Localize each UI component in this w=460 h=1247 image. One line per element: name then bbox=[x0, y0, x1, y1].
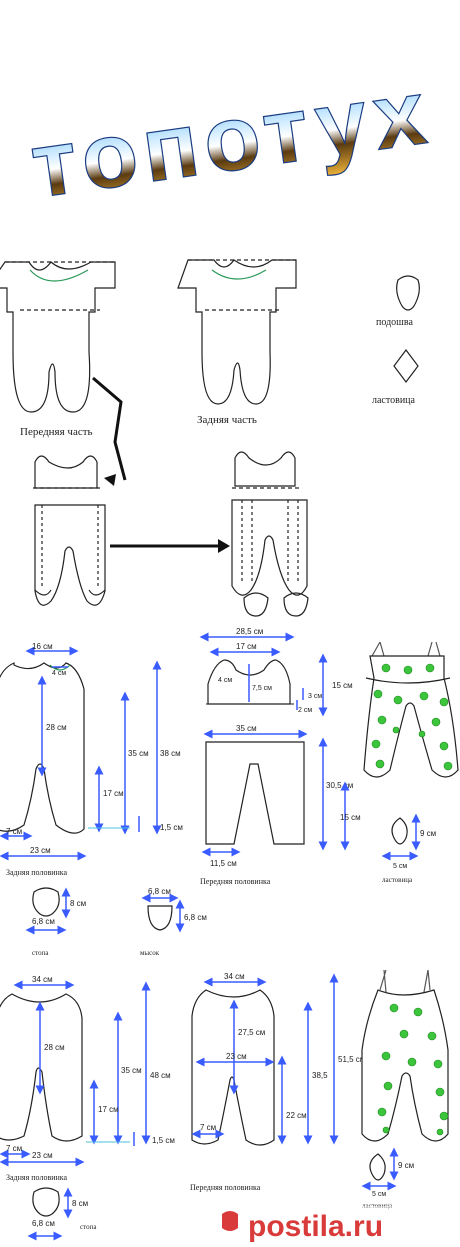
dim-leg-h-3: 17 см bbox=[98, 1105, 119, 1114]
foot-pattern-2: 8 см 6,8 см стопа bbox=[25, 887, 86, 957]
dim-front-top: 28,5 см bbox=[236, 627, 263, 636]
dim-gusset-w-3: 5 см bbox=[372, 1191, 386, 1198]
dim-foot-w: 6,8 см bbox=[32, 917, 55, 926]
dim-cuff: 1,5 см bbox=[160, 823, 183, 832]
back-bib-sketch bbox=[232, 451, 302, 489]
dim-front-small: 4 см bbox=[218, 677, 232, 684]
dim-front-3: 3 см bbox=[308, 693, 322, 700]
watermark: postila.ru bbox=[210, 1206, 454, 1243]
dim-front-inner: 17 см bbox=[236, 642, 257, 651]
back-half-label-2: Задняя половинка bbox=[6, 868, 68, 877]
dim-front-mid-3: 23 см bbox=[226, 1052, 247, 1061]
dim-toe-w: 6,8 см bbox=[148, 887, 171, 896]
title-text: топотух bbox=[25, 60, 438, 217]
dim-full-h1: 35 см bbox=[128, 749, 149, 758]
dim-gusset-h-2: 9 см bbox=[420, 829, 436, 838]
front-piece-sketch bbox=[0, 261, 116, 413]
toe-pattern-2: 6,8 см 6,8 см мысок bbox=[140, 887, 207, 957]
dim-front-15: 15 см bbox=[332, 681, 353, 690]
dim-full-h2: 38 см bbox=[160, 749, 181, 758]
dim-gusset-h-3: 9 см bbox=[398, 1161, 414, 1170]
back-part-label: Задняя часть bbox=[197, 414, 257, 426]
dim-leg-w-3: 7 см bbox=[6, 1144, 22, 1153]
dim-full-h1-3: 35 см bbox=[121, 1066, 142, 1075]
dim-foot-h-3: 8 см bbox=[72, 1199, 88, 1208]
front-leg-sketch bbox=[34, 504, 106, 606]
front-part-label: Передняя часть bbox=[20, 426, 93, 438]
front-half-pattern-3: 34 см 27,5 см 23 см 7 см 22 см 38,5 51,5… bbox=[190, 972, 365, 1192]
overall-illustration-2 bbox=[361, 969, 449, 1142]
title-wordart: топотух bbox=[24, 60, 438, 218]
dim-front-h2-3: 51,5 см bbox=[338, 1055, 365, 1064]
dim-full-h2-3: 48 см bbox=[150, 1071, 171, 1080]
dim-bottom-w-3: 23 см bbox=[32, 1151, 53, 1160]
dim-pants-h: 30,5 см bbox=[326, 781, 353, 790]
back-leg-sketch bbox=[231, 499, 309, 617]
back-half-pattern-2: 16 см 4 см 28 см 35 см 38 см 17 см 1,5 с… bbox=[0, 642, 183, 877]
sole-shape bbox=[396, 275, 420, 311]
back-half-pattern-3: 34 см 28 см 35 см 48 см 17 см 1,5 см 7 с… bbox=[0, 975, 175, 1182]
gusset-label: ластовица bbox=[372, 395, 416, 406]
arrow-right bbox=[110, 539, 230, 553]
front-half-label-3: Передняя половинка bbox=[190, 1183, 261, 1192]
watermark-text: postila.ru bbox=[248, 1210, 383, 1243]
dim-top-w-3: 34 см bbox=[32, 975, 53, 984]
dim-front-top-3: 34 см bbox=[224, 972, 245, 981]
dim-pants-w: 35 см bbox=[236, 724, 257, 733]
gusset-shape bbox=[393, 349, 419, 383]
dim-front-body-3: 27,5 см bbox=[238, 1028, 265, 1037]
toe-label: мысок bbox=[140, 949, 160, 957]
dim-pants-leg: 15 см bbox=[340, 813, 361, 822]
dim-cuff-3: 1,5 см bbox=[152, 1136, 175, 1145]
gusset-pattern-2: 9 см 5 см ластовица bbox=[381, 813, 436, 884]
back-piece-sketch bbox=[177, 259, 297, 405]
gusset-pattern-3: 9 см 5 см ластовица bbox=[361, 1147, 414, 1210]
overall-illustration-1 bbox=[363, 641, 459, 778]
dim-toe-h: 6,8 см bbox=[184, 913, 207, 922]
dim-leg-w: 7 см bbox=[6, 827, 22, 836]
gusset-label-2: ластовица bbox=[382, 876, 413, 884]
dim-bottom-w: 23 см bbox=[30, 846, 51, 855]
dim-gusset-w-2: 5 см bbox=[393, 863, 407, 870]
bent-arrow bbox=[92, 376, 127, 486]
front-half-label-2: Передняя половинка bbox=[200, 877, 271, 886]
dim-front-leg-w-3: 7 см bbox=[200, 1123, 216, 1132]
foot-pattern-3: 8 см 6,8 см стопа bbox=[27, 1187, 97, 1241]
dim-foot-h: 8 см bbox=[70, 899, 86, 908]
dim-front-h1-3: 38,5 bbox=[312, 1071, 328, 1080]
foot-label-3: стопа bbox=[80, 1223, 97, 1231]
dim-body-len: 28 см bbox=[46, 723, 67, 732]
dim-front-bib: 7,5 см bbox=[252, 685, 272, 692]
dim-front-leg-h-3: 22 см bbox=[286, 1111, 307, 1120]
back-half-label-3: Задняя половинка bbox=[6, 1173, 68, 1182]
front-half-pattern-2: 28,5 см 17 см 4 см 7,5 см 3 см 2 см 15 с… bbox=[199, 627, 361, 886]
dim-pants-bottom: 11,5 см bbox=[210, 859, 237, 868]
dim-leg-h: 17 см bbox=[103, 789, 124, 798]
dim-body-len-3: 28 см bbox=[44, 1043, 65, 1052]
front-bib-sketch bbox=[33, 455, 101, 489]
dim-neck: 4 см bbox=[52, 670, 66, 677]
dim-foot-w-3: 6,8 см bbox=[32, 1219, 55, 1228]
foot-label-2: стопа bbox=[32, 949, 49, 957]
sole-label: подошва bbox=[376, 317, 413, 328]
dim-front-2: 2 см bbox=[298, 707, 312, 714]
dim-top-width: 16 см bbox=[32, 642, 53, 651]
